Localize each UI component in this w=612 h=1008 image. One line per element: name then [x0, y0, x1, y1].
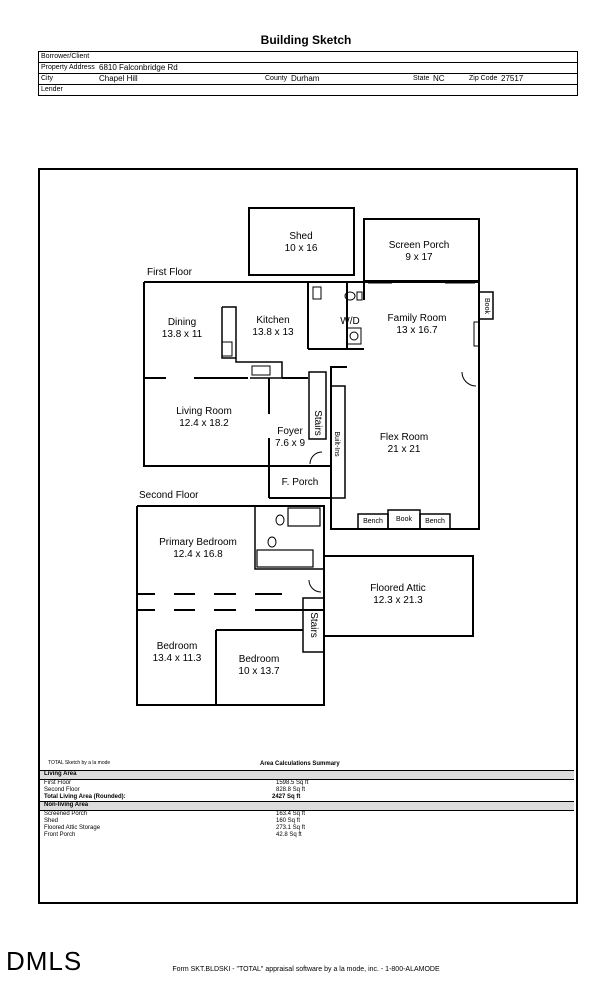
foyer-name: Foyer [277, 426, 303, 437]
shed-room: Shed 10 x 16 [276, 231, 326, 255]
shed-dims: 10 x 16 [284, 243, 318, 254]
screen-porch-dims: 9 x 17 [405, 252, 433, 263]
family-room: Family Room 13 x 16.7 [381, 313, 453, 337]
flex-room-dims: 21 x 21 [387, 444, 421, 455]
bedroom-1-name: Bedroom [156, 641, 198, 652]
city-row: City Chapel Hill County Durham State NC … [39, 74, 577, 85]
summary-row: Front Porch 42.8 Sq ft [44, 832, 302, 838]
shed-outline [248, 207, 355, 276]
primary-bedroom-name: Primary Bedroom [159, 537, 237, 548]
living-area-header: Living Area [40, 770, 574, 780]
form-footer: Form SKT.BLDSKI - "TOTAL" appraisal soft… [172, 966, 440, 973]
nonliving-area-header: Non-living Area [40, 801, 574, 811]
book-bottom-label: Book [396, 516, 412, 523]
state-value: NC [433, 74, 445, 83]
living-room: Living Room 12.4 x 18.2 [168, 406, 240, 430]
city-label: City [41, 75, 54, 82]
stairs-first-label: Stairs [312, 410, 323, 436]
sketch-frame [38, 168, 578, 904]
bedroom-2-name: Bedroom [238, 654, 280, 665]
bedroom-2-room: Bedroom 10 x 13.7 [226, 654, 292, 678]
flex-room: Flex Room 21 x 21 [370, 432, 438, 456]
built-ins-label: Built-Ins [333, 431, 340, 457]
foyer-dims: 7.6 x 9 [274, 438, 306, 449]
sketch-credit: TOTAL Sketch by a la mode [48, 760, 111, 766]
shed-name: Shed [289, 231, 313, 242]
floored-attic-dims: 12.3 x 21.3 [373, 595, 423, 606]
second-floor-label: Second Floor [139, 490, 199, 501]
zip-label: Zip Code [469, 75, 498, 82]
city-value: Chapel Hill [99, 74, 138, 83]
bedroom-1-room: Bedroom 13.4 x 11.3 [144, 641, 210, 665]
dining-name: Dining [167, 317, 197, 328]
primary-bedroom-dims: 12.4 x 16.8 [173, 549, 223, 560]
lender-label: Lender [41, 86, 63, 93]
floored-attic-room: Floored Attic 12.3 x 21.3 [356, 583, 440, 607]
flex-room-name: Flex Room [379, 432, 429, 443]
zip-value: 27517 [501, 74, 524, 83]
summary-row: Shed 160 Sq ft [44, 818, 301, 824]
screen-porch-room: Screen Porch 9 x 17 [381, 240, 457, 264]
dining-room: Dining 13.8 x 11 [152, 317, 212, 341]
state-label: State [413, 75, 430, 82]
screen-porch-name: Screen Porch [388, 240, 450, 251]
book-top-label: Book [483, 298, 490, 314]
page-title: Building Sketch [260, 33, 352, 47]
first-floor-label: First Floor [147, 267, 192, 278]
f-porch-label: F. Porch [281, 477, 319, 488]
primary-bedroom: Primary Bedroom 12.4 x 16.8 [148, 537, 248, 561]
family-room-dims: 13 x 16.7 [396, 325, 438, 336]
bench-left-label: Bench [363, 518, 383, 525]
kitchen-name: Kitchen [256, 315, 290, 326]
county-label: County [265, 75, 288, 82]
borrower-label: Borrower/Client [41, 53, 90, 60]
summary-row: Screened Porch 163.4 Sq ft [44, 811, 306, 817]
header-info-box: Borrower/Client Property Address 6810 Fa… [38, 51, 578, 96]
kitchen-dims: 13.8 x 13 [252, 327, 294, 338]
stairs-second-label: Stairs [308, 612, 319, 638]
dmls-watermark: DMLS [6, 946, 83, 976]
address-row: Property Address 6810 Falconbridge Rd [39, 63, 577, 74]
summary-row: Floored Attic Storage 273.1 Sq ft [44, 825, 306, 831]
lender-row: Lender [39, 85, 577, 95]
borrower-row: Borrower/Client [39, 52, 577, 63]
kitchen-room: Kitchen 13.8 x 13 [243, 315, 303, 339]
area-summary-table: Living Area First Floor 1598.5 Sq ft Sec… [40, 770, 574, 839]
total-living-row: Total Living Area (Rounded): 2427 Sq ft [44, 794, 301, 800]
bedroom-2-dims: 10 x 13.7 [238, 666, 280, 677]
address-label: Property Address [41, 64, 95, 71]
wd-label: W/D [340, 316, 360, 327]
family-room-name: Family Room [387, 313, 447, 324]
dining-dims: 13.8 x 11 [161, 329, 203, 340]
bedroom-1-dims: 13.4 x 11.3 [152, 653, 202, 664]
summary-row: Second Floor 828.8 Sq ft [44, 787, 306, 793]
address-value: 6810 Falconbridge Rd [99, 63, 178, 72]
living-room-name: Living Room [176, 406, 232, 417]
foyer-room: Foyer 7.6 x 9 [268, 426, 312, 450]
county-value: Durham [291, 74, 320, 83]
living-room-dims: 12.4 x 18.2 [179, 418, 229, 429]
summary-title: Area Calculations Summary [260, 761, 340, 767]
summary-row: First Floor 1598.5 Sq ft [44, 780, 309, 786]
floored-attic-name: Floored Attic [370, 583, 426, 594]
bench-right-label: Bench [425, 518, 445, 525]
